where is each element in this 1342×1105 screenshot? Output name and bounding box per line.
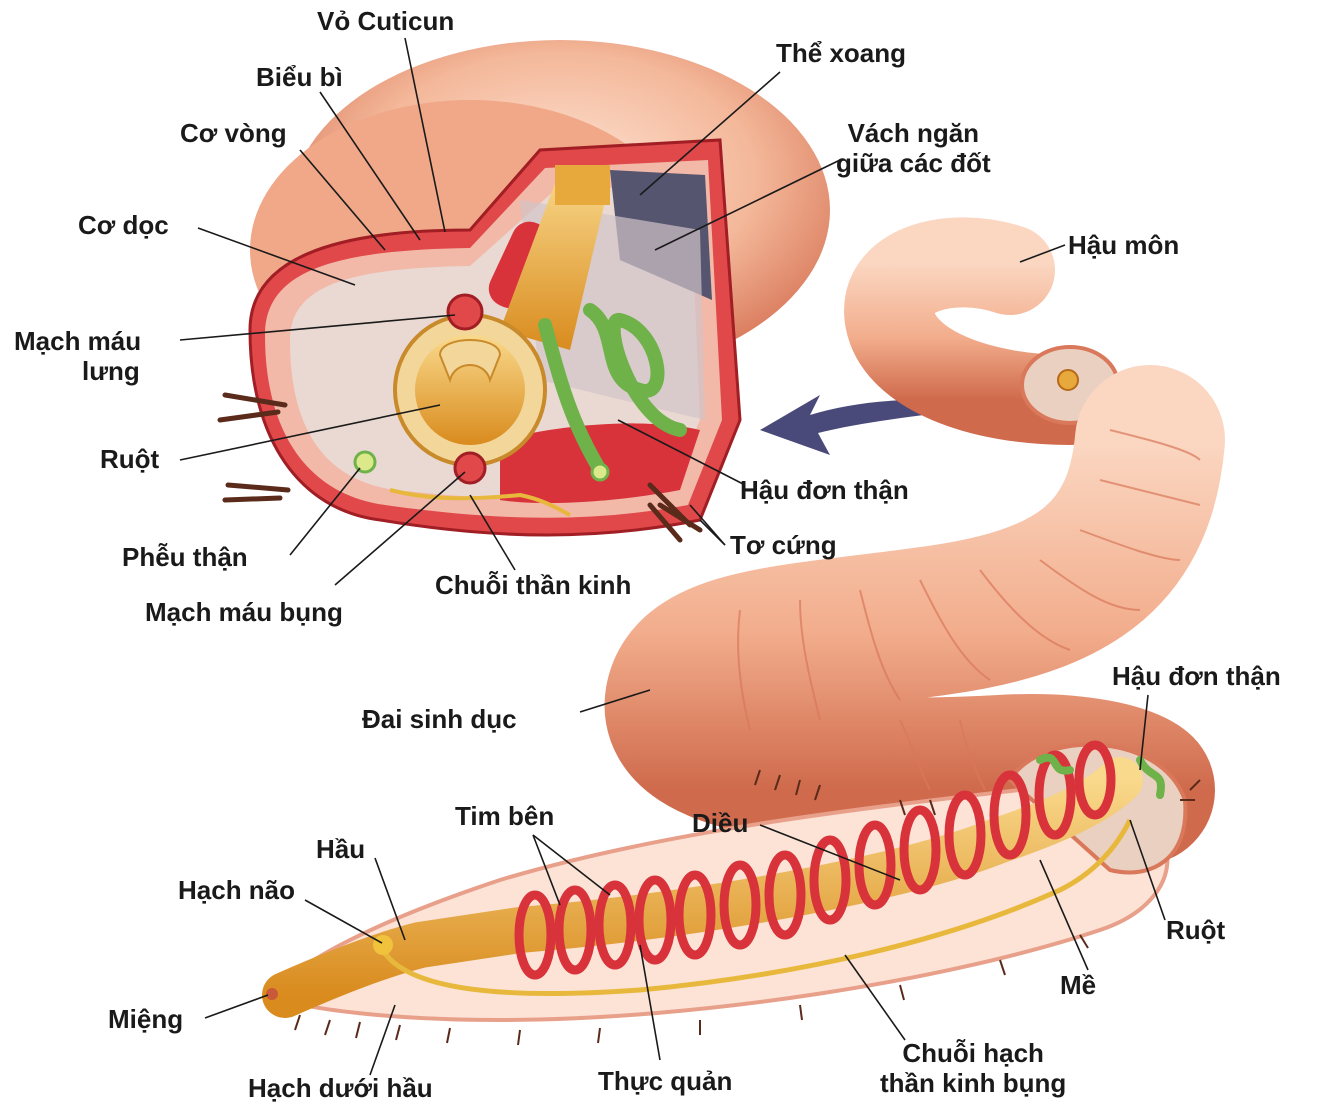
label-lateral-hearts: Tim bên xyxy=(455,801,554,831)
label-epidermis: Biểu bì xyxy=(256,62,343,92)
label-ventral-vessel: Mạch máu bụng xyxy=(145,597,343,627)
label-ventral-nerve-chain: Chuỗi hạch thần kinh bụng xyxy=(880,1038,1066,1098)
label-crop: Diều xyxy=(692,808,748,838)
label-pharynx: Hầu xyxy=(316,834,365,864)
dorsal-vessel xyxy=(448,295,482,329)
label-subpharyngeal-ganglion: Hạch dưới hầu xyxy=(248,1073,433,1103)
label-ventral-nerve-chain-line2: thần kinh bụng xyxy=(880,1068,1066,1098)
cross-section xyxy=(220,40,830,540)
label-dorsal-vessel-line1: Mạch máu xyxy=(14,326,141,356)
label-circular-muscle: Cơ vòng xyxy=(180,118,287,148)
label-ventral-nerve-chain-line1: Chuỗi hạch xyxy=(880,1038,1066,1068)
label-coelom: Thể xoang xyxy=(776,38,906,68)
label-gizzard: Mề xyxy=(1060,970,1096,1000)
label-dorsal-vessel: Mạch máu lưng xyxy=(14,326,141,386)
label-intestine-bottom: Ruột xyxy=(1166,915,1225,945)
label-clitellum: Đai sinh dục xyxy=(362,704,517,734)
label-metanephridium-right: Hậu đơn thận xyxy=(1112,661,1281,691)
label-setae: Tơ cứng xyxy=(730,530,837,560)
label-nephrostome: Phễu thận xyxy=(122,542,248,572)
mouth xyxy=(266,988,278,1000)
label-septum: Vách ngăn giữa các đốt xyxy=(836,118,991,178)
nephridium-pore xyxy=(592,464,608,480)
nephrostome xyxy=(355,452,375,472)
label-septum-line2: giữa các đốt xyxy=(836,148,991,178)
tail-gut xyxy=(1058,370,1078,390)
label-anus: Hậu môn xyxy=(1068,230,1179,260)
label-mouth: Miệng xyxy=(108,1004,183,1034)
label-septum-line1: Vách ngăn xyxy=(836,118,991,148)
label-nerve-cord: Chuỗi thần kinh xyxy=(435,570,631,600)
intestine-top xyxy=(555,165,610,205)
label-esophagus: Thực quản xyxy=(598,1066,732,1096)
label-metanephridium-top: Hậu đơn thận xyxy=(740,475,909,505)
label-cuticle: Vỏ Cuticun xyxy=(317,6,454,36)
ventral-vessel xyxy=(455,453,485,483)
label-intestine-top: Ruột xyxy=(100,444,159,474)
label-cerebral-ganglion: Hạch não xyxy=(178,875,295,905)
label-dorsal-vessel-line2: lưng xyxy=(14,356,141,386)
cerebral-ganglion xyxy=(373,935,393,955)
label-longitudinal-muscle: Cơ dọc xyxy=(78,210,169,240)
